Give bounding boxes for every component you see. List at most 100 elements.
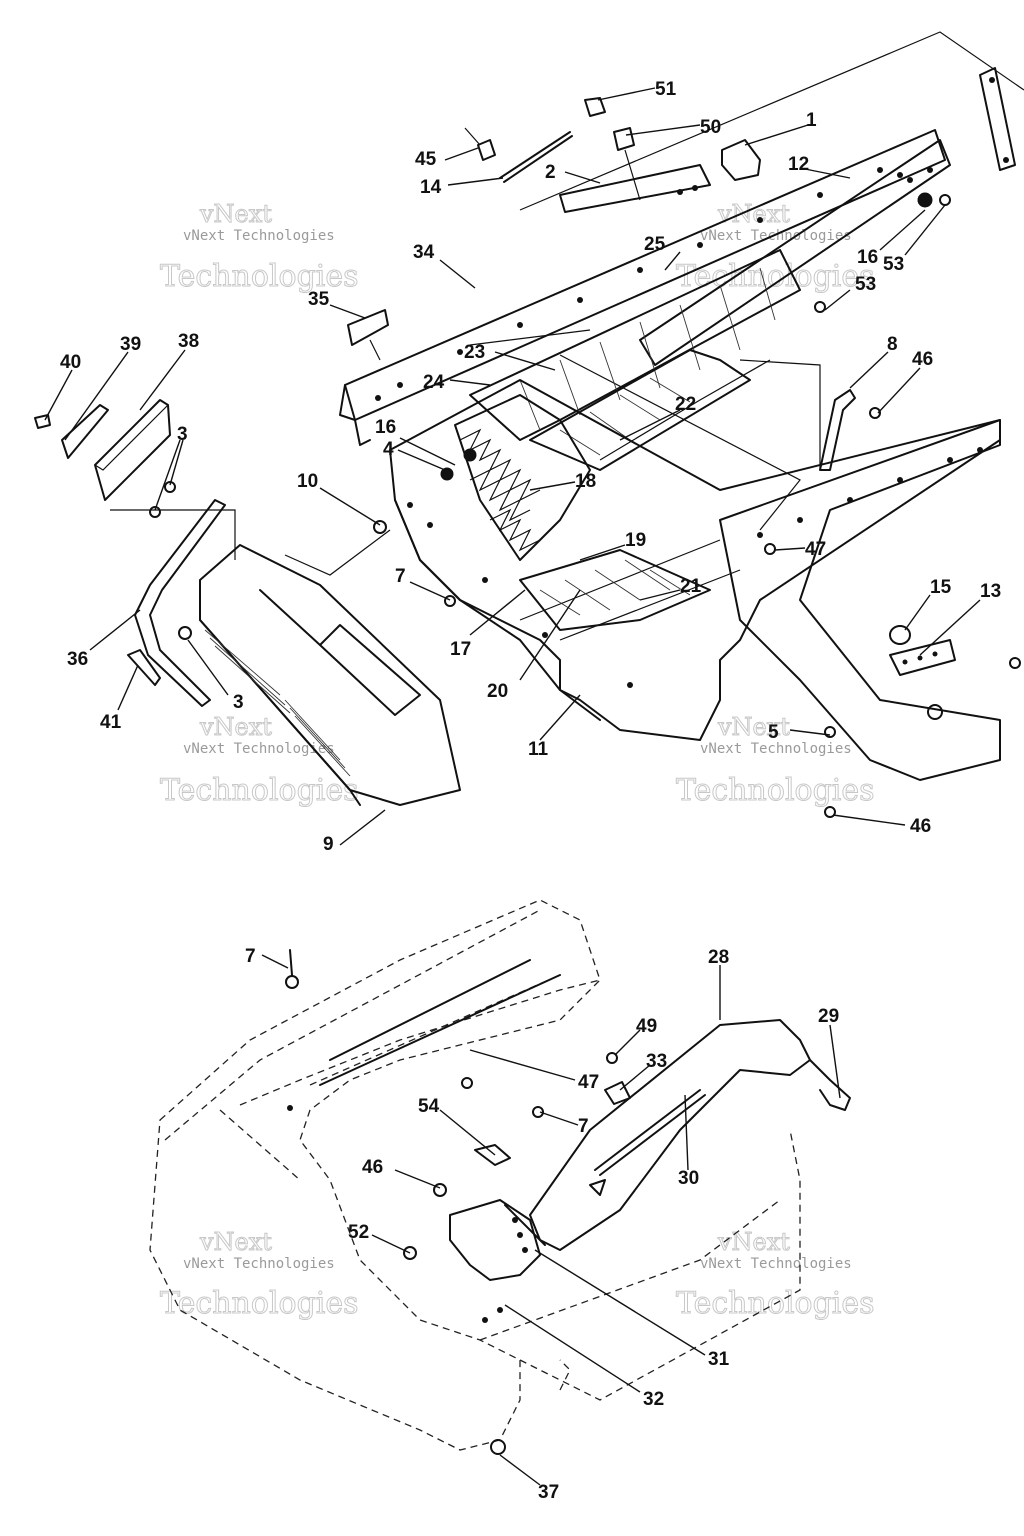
callout-38: 38 bbox=[178, 331, 199, 352]
callout-46-lower: 46 bbox=[910, 816, 931, 837]
callout-40: 40 bbox=[60, 352, 81, 373]
part-40-screw bbox=[34, 414, 51, 429]
callout-41: 41 bbox=[100, 712, 122, 733]
watermark-lower-left: vNext vNext Technologies Technologies bbox=[160, 1228, 360, 1322]
part-54-tab bbox=[474, 1144, 511, 1166]
part-14-pin bbox=[499, 131, 573, 183]
part-41-bracket bbox=[127, 649, 161, 686]
watermark-brand-line: vNext Technologies bbox=[183, 1256, 335, 1272]
part-18-zigzag-strip bbox=[454, 394, 591, 561]
watermark-brand-top: vNext bbox=[199, 713, 272, 741]
callout-3-upper: 3 bbox=[177, 424, 188, 445]
callout-7-lower: 7 bbox=[578, 1116, 589, 1137]
callout-39: 39 bbox=[120, 334, 141, 355]
callout-20: 20 bbox=[487, 681, 508, 702]
callout-15: 15 bbox=[930, 577, 952, 598]
upper-explode-lines bbox=[110, 31, 1024, 576]
part-36-grab-bar bbox=[134, 499, 226, 707]
upper-fasteners bbox=[149, 192, 1021, 818]
callout-22: 22 bbox=[675, 394, 696, 415]
part-2-bracket bbox=[559, 164, 711, 213]
callout-29: 29 bbox=[818, 1006, 839, 1027]
part-50-bolt bbox=[613, 127, 641, 201]
callout-32: 32 bbox=[643, 1389, 664, 1410]
lower-fasteners bbox=[285, 949, 618, 1455]
part-15-grommet bbox=[889, 625, 911, 645]
watermark-brand-top: vNext bbox=[717, 200, 790, 228]
watermark-upper-right: vNext vNext Technologies Technologies bbox=[676, 200, 876, 295]
callout-14: 14 bbox=[420, 177, 442, 198]
callout-51: 51 bbox=[655, 79, 677, 100]
callout-50: 50 bbox=[700, 117, 721, 138]
callout-21: 21 bbox=[680, 576, 702, 597]
callout-46-bottom: 46 bbox=[362, 1157, 383, 1178]
part-45-rivet bbox=[464, 127, 496, 161]
callout-34: 34 bbox=[413, 242, 435, 263]
callout-49: 49 bbox=[636, 1016, 657, 1037]
callout-37: 37 bbox=[538, 1482, 559, 1503]
watermark-upper-left: vNext vNext Technologies Technologies bbox=[160, 200, 360, 295]
watermark-middle-right: vNext vNext Technologies Technologies bbox=[676, 713, 876, 809]
watermark-brand-line: vNext Technologies bbox=[183, 228, 335, 244]
part-51-nut bbox=[584, 97, 606, 117]
part-29-hook bbox=[809, 1059, 851, 1111]
watermark-brand-top: vNext bbox=[199, 200, 272, 228]
watermark-brand-top: vNext bbox=[717, 713, 790, 741]
watermark-brand-line: vNext Technologies bbox=[700, 741, 852, 757]
callout-7-upper: 7 bbox=[395, 566, 406, 587]
watermark-brand-bottom: Technologies bbox=[676, 259, 875, 294]
callout-13: 13 bbox=[980, 581, 1001, 602]
callout-35: 35 bbox=[308, 289, 330, 310]
callout-47-upper: 47 bbox=[805, 539, 826, 560]
watermark-brand-line: vNext Technologies bbox=[700, 1256, 852, 1272]
callout-19: 19 bbox=[625, 530, 646, 551]
callout-23: 23 bbox=[464, 342, 485, 363]
callout-11: 11 bbox=[528, 739, 549, 760]
callout-9: 9 bbox=[323, 834, 334, 855]
part-11-main-body bbox=[389, 379, 1001, 741]
watermark-brand-top: vNext bbox=[199, 1228, 272, 1256]
part-9-front-bumper bbox=[199, 544, 461, 806]
part-1-clip bbox=[721, 139, 761, 181]
callout-12: 12 bbox=[788, 154, 809, 175]
callout-3-lower: 3 bbox=[233, 692, 244, 713]
callout-8: 8 bbox=[887, 334, 898, 355]
callout-28: 28 bbox=[708, 947, 729, 968]
part-13-bracket bbox=[889, 639, 956, 676]
callout-5: 5 bbox=[768, 722, 779, 743]
callout-16-mid: 16 bbox=[375, 417, 396, 438]
callout-33: 33 bbox=[646, 1051, 667, 1072]
watermark-middle-left: vNext vNext Technologies Technologies bbox=[160, 713, 360, 809]
callout-10: 10 bbox=[297, 471, 318, 492]
part-39-pad bbox=[61, 404, 109, 459]
part-22-shelf bbox=[529, 349, 751, 471]
part-right-skirt bbox=[719, 419, 1001, 781]
callout-52: 52 bbox=[348, 1222, 369, 1243]
watermark-group: vNext vNext Technologies Technologies vN… bbox=[160, 200, 876, 1322]
callout-30: 30 bbox=[678, 1168, 699, 1189]
watermark-brand-bottom: Technologies bbox=[160, 259, 359, 294]
lower-body-shell bbox=[149, 899, 801, 1451]
callout-53-mid: 53 bbox=[855, 274, 876, 295]
callout-45: 45 bbox=[415, 149, 437, 170]
callout-31: 31 bbox=[708, 1349, 730, 1370]
callout-16-upper-right: 16 bbox=[857, 247, 878, 268]
callout-53-upper-right: 53 bbox=[883, 254, 904, 275]
part-31-mount-plate bbox=[449, 1199, 546, 1281]
watermark-brand-top: vNext bbox=[717, 1228, 790, 1256]
callout-1: 1 bbox=[806, 110, 817, 131]
callout-25: 25 bbox=[644, 234, 666, 255]
part-35-plate bbox=[347, 309, 389, 346]
watermark-brand-line: vNext Technologies bbox=[183, 741, 335, 757]
part-right-upper-bracket bbox=[979, 67, 1016, 171]
watermark-lower-right: vNext vNext Technologies Technologies bbox=[676, 1228, 876, 1322]
part-34-upper-rail bbox=[339, 129, 946, 446]
callout-4: 4 bbox=[383, 439, 394, 460]
callout-labels: 51 50 1 45 14 2 12 16 53 34 25 53 35 23 … bbox=[60, 79, 1001, 1503]
watermark-brand-bottom: Technologies bbox=[160, 1286, 359, 1321]
watermark-brand-bottom: Technologies bbox=[676, 773, 875, 808]
callout-46-upper: 46 bbox=[912, 349, 933, 370]
callout-17: 17 bbox=[450, 639, 471, 660]
callout-24: 24 bbox=[423, 372, 445, 393]
